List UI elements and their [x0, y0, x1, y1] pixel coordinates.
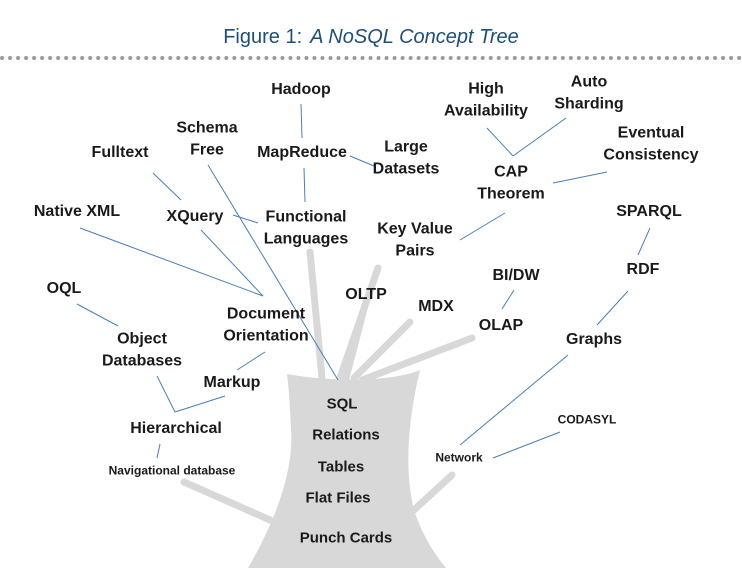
node-oltp: OLTP — [345, 285, 387, 303]
node-xquery: XQuery — [166, 207, 224, 225]
node-markup: Markup — [203, 373, 261, 391]
branch-mdx — [350, 318, 414, 382]
link-mapreduce-functional — [303, 167, 306, 203]
trunk-label-punch-cards: Punch Cards — [299, 529, 393, 547]
trunk-label-tables: Tables — [317, 458, 365, 476]
link-xquery-document — [200, 229, 264, 297]
node-rdf: RDF — [626, 260, 660, 278]
node-codasyl: CODASYL — [557, 412, 617, 427]
link-oql-objectdb — [76, 303, 119, 327]
link-bidw-olap — [501, 289, 515, 310]
node-native-xml: Native XML — [33, 202, 121, 220]
trunk-label-relations: Relations — [312, 426, 380, 444]
thin-connectors — [76, 103, 651, 459]
link-cap-keyvalue — [459, 212, 506, 241]
node-network: Network — [435, 450, 483, 465]
link-hierarchical-navigational — [156, 443, 161, 459]
link-xquery-functional — [232, 214, 259, 224]
node-oql: OQL — [46, 279, 82, 297]
link-highavail-cap — [486, 127, 514, 157]
link-nativexml-document — [79, 227, 264, 297]
figure-number: Figure 1: — [223, 26, 303, 48]
branch-punch-cards — [180, 478, 274, 524]
branch-network — [410, 471, 456, 514]
tree-trunk — [248, 370, 446, 568]
link-eventual-cap — [552, 171, 608, 184]
node-mdx: MDX — [418, 297, 454, 315]
link-hadoop-mapreduce — [300, 103, 303, 139]
node-olap: OLAP — [478, 316, 524, 334]
link-graphs-network — [459, 354, 569, 446]
branch-olap — [358, 334, 476, 384]
trunk-label-sql: SQL — [326, 395, 358, 413]
link-mapreduce-largedatasets — [349, 155, 375, 167]
branch-oltp — [342, 301, 369, 382]
node-hierarchical: Hierarchical — [130, 419, 222, 437]
branch-functional-languages — [306, 248, 326, 382]
link-rdf-graphs — [596, 290, 629, 326]
link-autosharding-cap — [512, 117, 567, 157]
link-rdf-sparql — [637, 227, 651, 256]
thick-branches — [180, 248, 476, 524]
node-bi-dw: BI/DW — [492, 266, 540, 284]
figure-name: A NoSQL Concept Tree — [310, 26, 519, 48]
node-mapreduce: MapReduce — [257, 143, 347, 161]
figure-title: Figure 1: A NoSQL Concept Tree — [0, 26, 742, 49]
link-codasyl-network — [492, 431, 561, 459]
link-fulltext-xquery — [152, 172, 182, 201]
link-schemafree-sql — [207, 164, 339, 381]
node-sparql: SPARQL — [616, 202, 682, 220]
dotted-divider — [0, 56, 742, 60]
node-fulltext: Fulltext — [91, 143, 149, 161]
node-graphs: Graphs — [565, 330, 623, 348]
trunk-label-flat-files: Flat Files — [305, 489, 371, 507]
link-objectdb-hierarchical — [156, 375, 176, 413]
link-document-markup — [236, 351, 266, 371]
link-markup-hierarchical — [174, 395, 226, 413]
node-hadoop: Hadoop — [271, 80, 331, 98]
node-navigational-database: Navigational database — [108, 463, 236, 478]
